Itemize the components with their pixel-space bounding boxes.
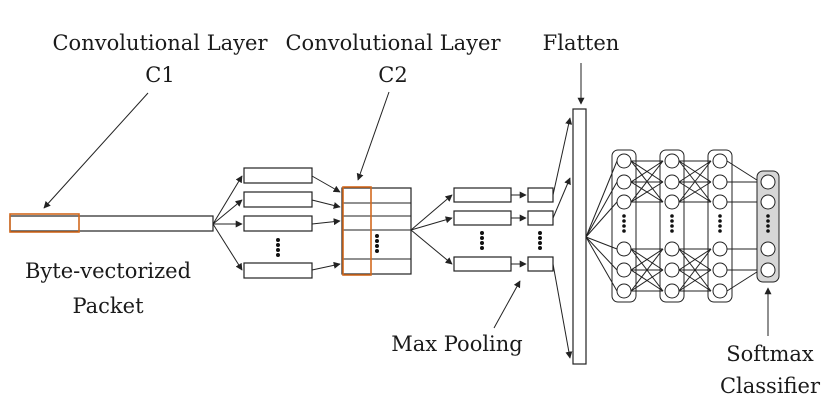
neuron-node: [616, 153, 632, 169]
classifier-label: Classifier: [720, 374, 821, 398]
conv1-feature-map: [243, 215, 313, 232]
neuron-node: [712, 194, 728, 210]
neuron-node: [616, 241, 632, 257]
neuron-node: [712, 241, 728, 257]
softmax-label: Softmax: [726, 342, 814, 366]
c1-kernel-highlight: [9, 213, 80, 233]
conv1-ellipsis-dots: [276, 238, 280, 257]
flatten-vector-bar: [572, 108, 587, 365]
pooling-input-map: [453, 187, 512, 203]
input-packet-bar: [9, 215, 214, 232]
pooled-map: [527, 210, 554, 226]
c1-pointer-arrow: [43, 92, 149, 209]
pooling-input-map: [453, 256, 512, 272]
dense-layer-2: [659, 149, 685, 303]
neuron-node: [664, 194, 680, 210]
neuron-node: [616, 262, 632, 278]
neuron-node: [712, 283, 728, 299]
softmax-node: [760, 194, 776, 210]
c2-pointer-arrow: [356, 91, 390, 181]
conv1-feature-map: [243, 191, 313, 208]
softmax-node: [760, 241, 776, 257]
neuron-node: [664, 262, 680, 278]
conv1-fanout-arrows: [212, 175, 243, 271]
dense-ellipsis-dots: [622, 214, 770, 233]
pooled-maps: [527, 187, 554, 272]
pooled-map: [527, 256, 554, 272]
dense-layer-3-nodes: [712, 153, 728, 299]
conv-layer-c1-title: Convolutional Layer: [52, 31, 268, 55]
neuron-node: [712, 174, 728, 190]
neuron-node: [664, 241, 680, 257]
dense-layer-2-nodes: [664, 153, 680, 299]
conv1-to-conv2-arrows: [311, 175, 341, 271]
pooled-map: [527, 187, 554, 203]
neuron-node: [616, 283, 632, 299]
softmax-nodes: [760, 174, 776, 278]
dense-layer-3: [707, 149, 733, 303]
max-pooling-pointer-arrow: [493, 280, 521, 329]
pooling-arrows: [511, 191, 527, 268]
conv1-feature-map: [243, 262, 313, 279]
conv-layer-c2-id: C2: [378, 63, 407, 87]
conv1-feature-map: [243, 167, 313, 184]
c2-kernel-highlight: [342, 186, 372, 276]
conv1-feature-maps: [243, 167, 313, 279]
pooled-to-flatten-arrows: [552, 117, 573, 359]
conv2-fanout-arrows: [410, 194, 453, 265]
neuron-node: [712, 153, 728, 169]
conv-layer-c2-title: Convolutional Layer: [285, 31, 501, 55]
neuron-node: [664, 153, 680, 169]
flatten-label: Flatten: [543, 31, 620, 55]
neuron-node: [664, 283, 680, 299]
dense-layer-1-nodes: [616, 153, 632, 299]
pooled-ellipsis-dots: [538, 231, 542, 250]
pooling-input-maps: [453, 187, 512, 272]
conv-layer-c1-id: C1: [145, 63, 174, 87]
pooling-input-ellipsis-dots: [480, 231, 484, 250]
neuron-node: [664, 174, 680, 190]
neuron-node: [616, 194, 632, 210]
neuron-node: [616, 174, 632, 190]
input-label-packet: Packet: [72, 294, 144, 318]
softmax-node: [760, 262, 776, 278]
max-pooling-label: Max Pooling: [391, 332, 523, 356]
dense-layer-1: [611, 149, 637, 303]
conv2-ellipsis-dots: [375, 234, 379, 253]
conv2-feature-block: [341, 187, 412, 275]
pooling-input-map: [453, 210, 512, 226]
neuron-node: [712, 262, 728, 278]
softmax-node: [760, 174, 776, 190]
input-label: Byte-vectorized: [25, 259, 191, 283]
